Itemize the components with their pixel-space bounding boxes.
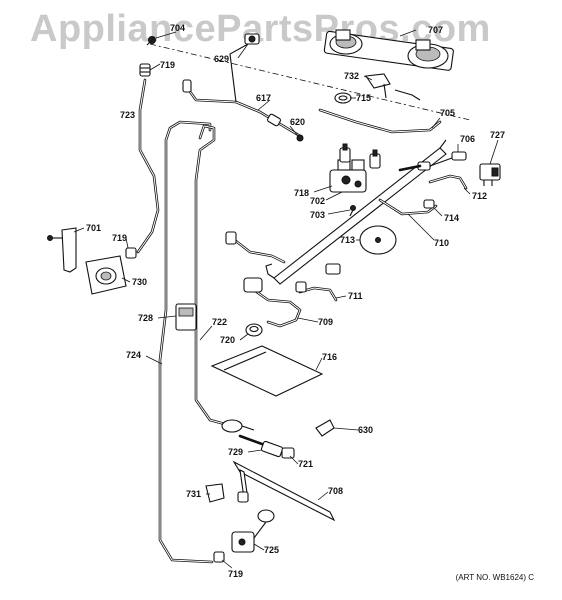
callout-629: 629 [214,54,229,64]
callout-714: 714 [444,213,459,223]
callout-721: 721 [298,459,313,469]
callout-617: 617 [256,93,271,103]
tube-712 [428,174,468,190]
fitting-719-mid [125,247,137,259]
box-728 [175,303,197,331]
screw-703 [349,205,356,217]
valve-block-718 [329,159,367,193]
callout-712: 712 [472,191,487,201]
callout-701: 701 [86,223,101,233]
callout-718: 718 [294,188,309,198]
fitting-719-bottom [213,551,225,563]
callout-728: 728 [138,313,153,323]
callout-706: 706 [460,134,475,144]
callout-732: 732 [344,71,359,81]
art-number: (ART NO. WB1624) C [455,573,534,582]
callout-703: 703 [310,210,325,220]
ring-715 [334,92,352,104]
callout-719-top: 719 [160,60,175,70]
callout-716: 716 [322,352,337,362]
valve-706 [398,151,467,172]
valve-721 [238,434,295,459]
callout-722: 722 [212,317,227,327]
part-620 [266,113,304,142]
callout-708: 708 [328,486,343,496]
callout-707: 707 [428,25,443,35]
bracket-630 [315,419,335,437]
callout-713: 713 [340,235,355,245]
fitting-719-top [139,63,151,77]
callout-723: 723 [120,110,135,120]
regulator-730 [85,255,127,295]
valve-725 [231,509,275,553]
bracket-731 [205,483,225,503]
callout-720: 720 [220,335,235,345]
callout-704: 704 [170,23,185,33]
callout-719-mid: 719 [112,233,127,243]
bracket-701 [47,227,77,273]
valve-knobs [339,143,381,169]
callout-620: 620 [290,117,305,127]
orifice-629 [244,33,260,45]
callout-710: 710 [434,238,449,248]
switch-727 [479,163,501,186]
callout-725: 725 [264,545,279,555]
leader-lines [73,29,499,569]
callout-731: 731 [186,489,201,499]
callout-711: 711 [348,291,363,301]
callout-630: 630 [358,425,373,435]
callout-705: 705 [440,108,455,118]
burner-708 [232,460,336,522]
callout-730: 730 [132,277,147,287]
valve-assembly-707 [323,29,454,71]
callout-709: 709 [318,317,333,327]
manifold-bar [265,139,447,285]
centerline [149,43,471,121]
coil-729 [221,419,255,433]
disc-713 [359,225,397,255]
callout-702: 702 [310,196,325,206]
callout-724: 724 [126,350,141,360]
nut-720 [245,323,263,337]
tube-722 [194,124,234,428]
callout-729: 729 [228,447,243,457]
callout-727: 727 [490,130,505,140]
callout-719-bottom: 719 [228,569,243,579]
bracket-732 [365,73,421,101]
plate-716 [210,345,324,397]
callout-715: 715 [356,93,371,103]
screw-704 [146,36,156,46]
